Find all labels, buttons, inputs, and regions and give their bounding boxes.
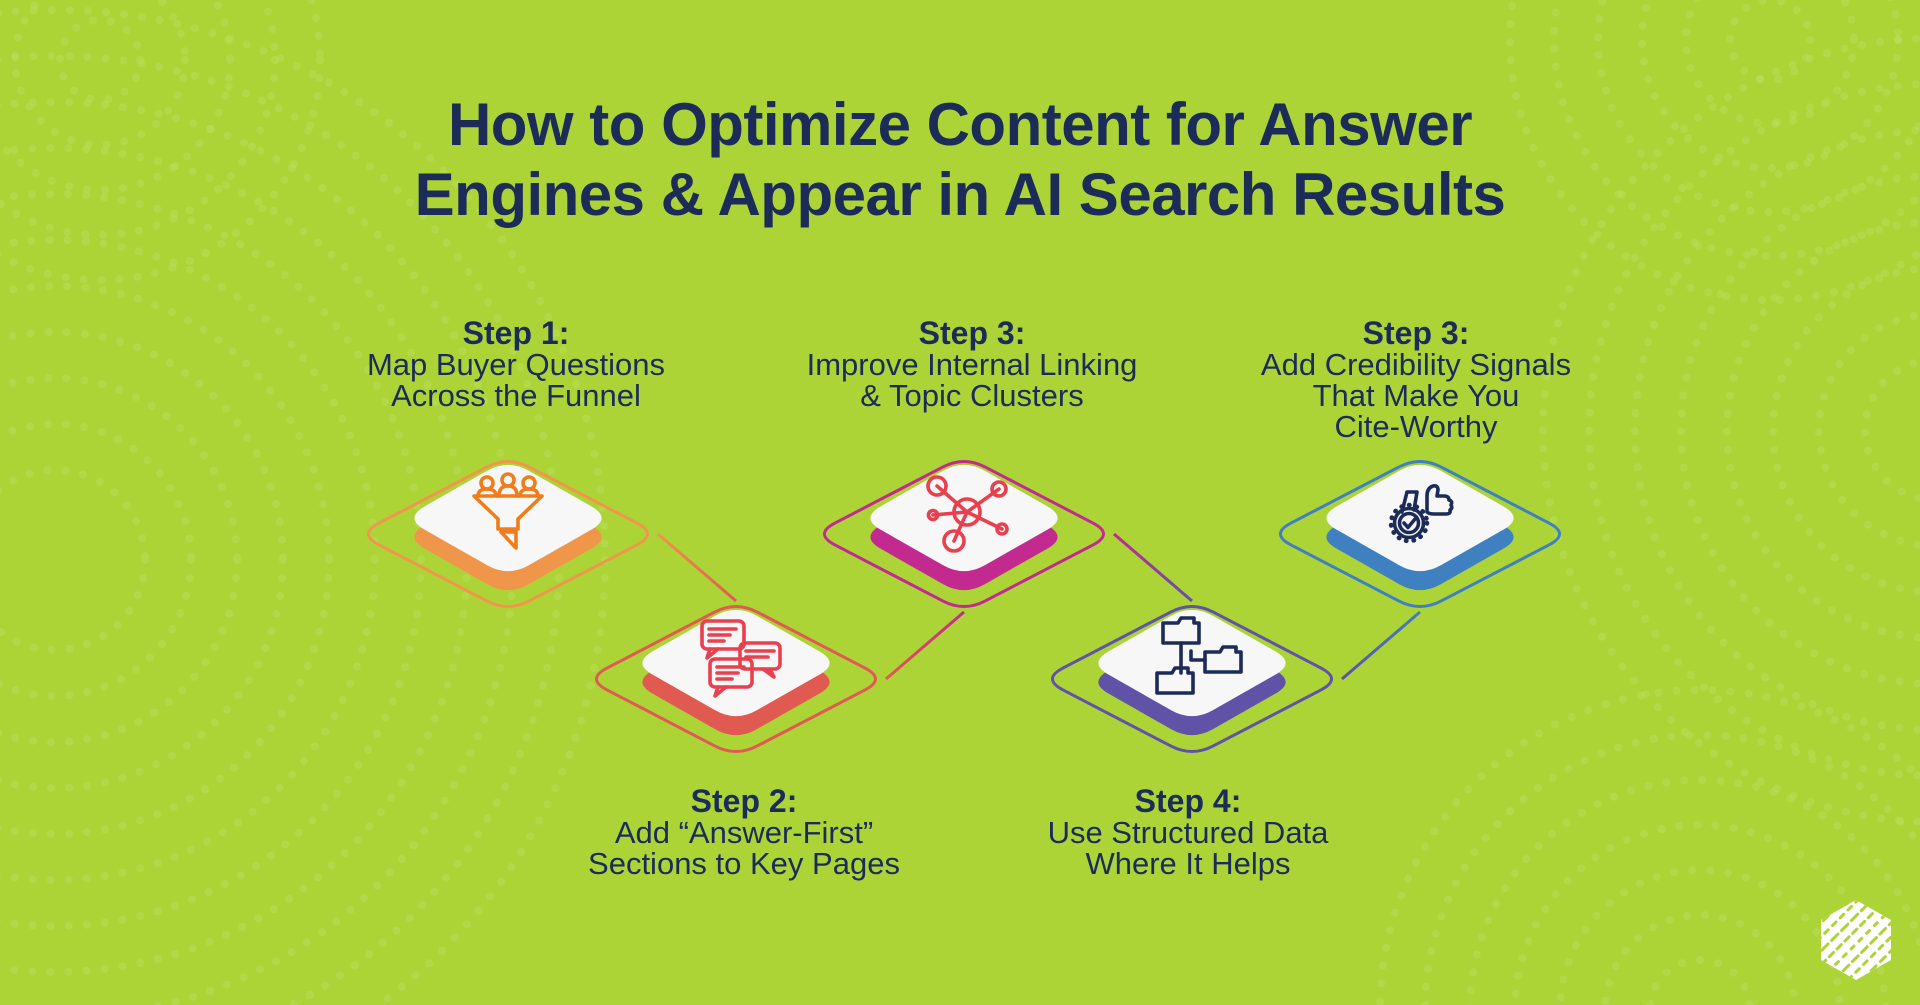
connector-step2-step3 xyxy=(885,610,965,681)
step-3-outline xyxy=(823,459,1105,609)
step-3-heading: Step 3: xyxy=(918,315,1026,351)
folder-tree-icon xyxy=(1155,616,1243,695)
connector-step3-step4 xyxy=(1113,532,1193,603)
step-2-outline xyxy=(595,604,877,754)
page-title-line2: Engines & Appear in AI Search Results xyxy=(414,161,1506,228)
step-5-line: Cite-Worthy xyxy=(1334,409,1498,444)
step-1-line: Map Buyer Questions xyxy=(366,347,666,382)
step-4-line: Where It Helps xyxy=(1085,846,1291,881)
step-1-outline xyxy=(367,459,649,609)
connector-step1-step2 xyxy=(657,532,737,603)
connector-step4-step5 xyxy=(1341,610,1421,681)
step-5-tile-top xyxy=(1326,464,1514,572)
step-2-line: Sections to Key Pages xyxy=(588,846,900,881)
step-4-heading: Step 4: xyxy=(1134,783,1242,819)
step-5-label: Step 3: Add Credibility Signals That Mak… xyxy=(1176,315,1656,444)
step-2-line: Add “Answer-First” xyxy=(614,815,874,850)
badge-thumbs-up-icon xyxy=(1388,484,1454,544)
step-2-label: Step 2: Add “Answer-First” Sections to K… xyxy=(504,783,984,881)
step-3-diamond xyxy=(823,459,1105,609)
step-1-diamond xyxy=(367,459,649,609)
step-1-tile-top xyxy=(414,464,602,572)
step-2-tile-top xyxy=(642,609,830,717)
funnel-users-icon xyxy=(472,472,544,550)
step-4-outline xyxy=(1051,604,1333,754)
step-5-heading: Step 3: xyxy=(1362,315,1470,351)
step-5-diamond xyxy=(1279,459,1561,609)
step-3-line: Improve Internal Linking xyxy=(806,347,1138,382)
step-2-diamond xyxy=(595,604,877,754)
step-1-line: Across the Funnel xyxy=(391,378,641,413)
step-4-line: Use Structured Data xyxy=(1047,815,1329,850)
step-3-line: & Topic Clusters xyxy=(860,378,1084,413)
step-4-label: Step 4: Use Structured Data Where It Hel… xyxy=(948,783,1428,881)
chat-bubbles-icon xyxy=(700,619,782,698)
step-1-label: Step 1: Map Buyer Questions Across the F… xyxy=(276,315,756,413)
step-5-line: That Make You xyxy=(1312,378,1520,413)
step-5-line: Add Credibility Signals xyxy=(1260,347,1572,382)
page-title-line1: How to Optimize Content for Answer xyxy=(447,91,1473,158)
step-5-outline xyxy=(1279,459,1561,609)
network-hub-icon xyxy=(926,475,1009,553)
step-1-heading: Step 1: xyxy=(462,315,570,351)
step-2-heading: Step 2: xyxy=(690,783,798,819)
page-title: How to Optimize Content for Answer Engin… xyxy=(0,90,1920,230)
step-3-label: Step 3: Improve Internal Linking & Topic… xyxy=(732,315,1212,413)
step-4-tile-top xyxy=(1098,609,1286,717)
step-4-diamond xyxy=(1051,604,1333,754)
